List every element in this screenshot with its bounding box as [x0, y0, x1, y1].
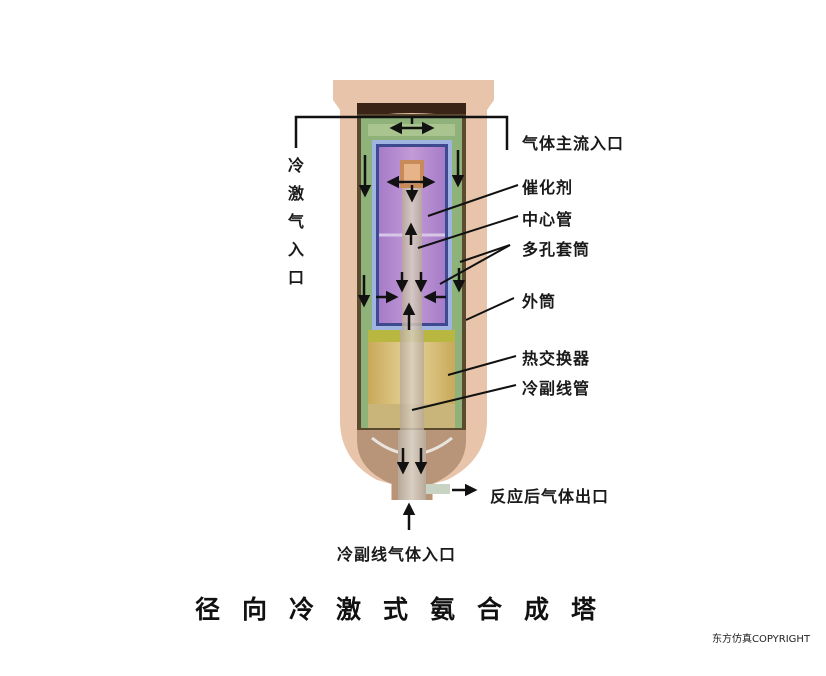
label-catalyst: 催化剂: [522, 178, 574, 197]
label-center-pipe: 中心管: [522, 210, 574, 229]
label-heat-exchanger: 热交换器: [522, 349, 591, 368]
label-perforated-sleeve: 多孔套筒: [522, 240, 591, 259]
flow-arrows: [357, 121, 478, 530]
label-outer-shell: 外筒: [522, 292, 557, 311]
inner-cartridge: [357, 114, 466, 430]
leader-lines: [411, 184, 519, 411]
label-quench-gas-inlet: 冷激气入口: [287, 156, 304, 287]
outlet-nozzle: [426, 484, 450, 494]
diagram-title: 径向冷激式氨合成塔: [195, 595, 619, 624]
copyright-watermark: 东方仿真COPYRIGHT: [712, 634, 811, 645]
inlet-pipes: [294, 115, 509, 150]
label-cold-bypass-gas-inlet: 冷副线气体入口: [337, 545, 457, 564]
label-main-gas-inlet: 气体主流入口: [522, 134, 625, 153]
label-reacted-gas-outlet: 反应后气体出口: [490, 487, 610, 506]
label-cold-bypass-pipe: 冷副线管: [522, 379, 591, 398]
